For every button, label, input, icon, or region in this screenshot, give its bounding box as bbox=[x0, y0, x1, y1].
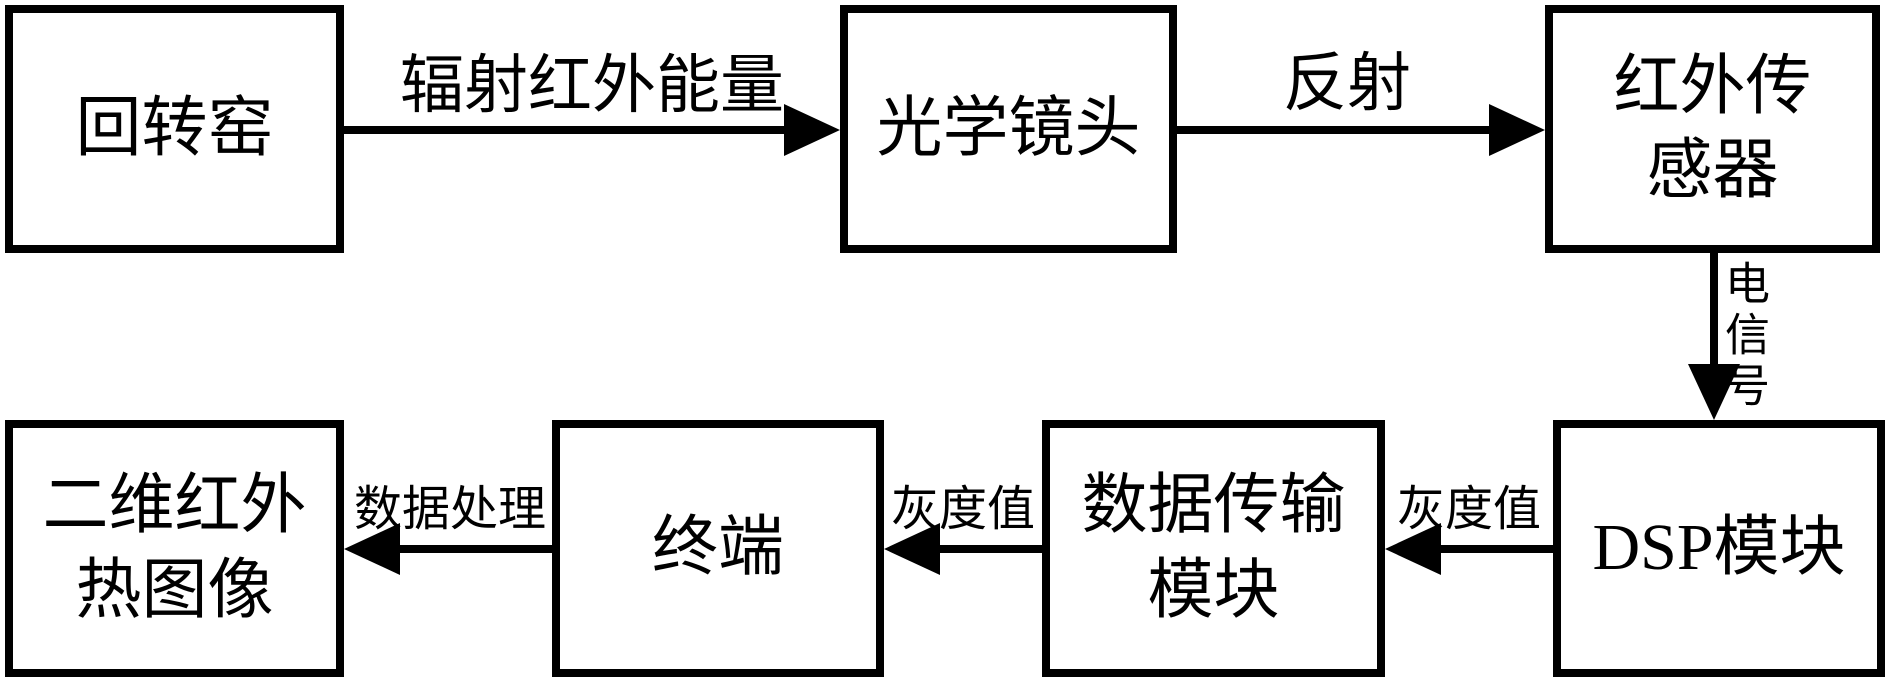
box-rotary-kiln: 回转窑 bbox=[5, 5, 344, 253]
arrow-label-data-processing: 数据处理 bbox=[353, 483, 546, 536]
arrow-sensor-to-dsp-head-icon bbox=[1688, 364, 1740, 420]
arrow-lens-to-sensor-head-icon bbox=[1489, 104, 1545, 156]
box-optical-lens-label: 光学镜头 bbox=[876, 91, 1141, 165]
box-data-transmission-module-label-line2: 模块 bbox=[1147, 553, 1280, 627]
arrow-label-reflection: 反射 bbox=[1283, 48, 1411, 119]
arrow-kiln-to-lens-shaft bbox=[344, 126, 788, 134]
arrow-label-gray-value-dsp: 灰度值 bbox=[1396, 483, 1541, 536]
box-2d-infrared-thermal-image: 二维红外 热图像 bbox=[5, 420, 344, 677]
arrow-kiln-to-lens-head-icon bbox=[784, 104, 840, 156]
box-rotary-kiln-label: 回转窑 bbox=[75, 91, 274, 165]
arrow-label-electrical-signal: 电信号 bbox=[1718, 259, 1768, 413]
arrow-dsp-to-transfer-head-icon bbox=[1385, 523, 1441, 575]
box-optical-lens: 光学镜头 bbox=[840, 5, 1177, 253]
box-infrared-sensor: 红外传 感器 bbox=[1545, 5, 1880, 253]
arrow-lens-to-sensor-shaft bbox=[1177, 126, 1493, 134]
box-2d-infrared-thermal-image-label-line2: 热图像 bbox=[75, 553, 274, 627]
box-terminal: 终端 bbox=[552, 420, 884, 677]
arrow-terminal-to-image-shaft bbox=[396, 545, 552, 553]
box-infrared-sensor-label-line1: 红外传 bbox=[1613, 49, 1812, 123]
box-data-transmission-module-label-line1: 数据传输 bbox=[1081, 469, 1346, 543]
box-2d-infrared-thermal-image-label-line1: 二维红外 bbox=[42, 469, 307, 543]
arrow-dsp-to-transfer-shaft bbox=[1437, 545, 1553, 553]
arrow-label-gray-value-transfer: 灰度值 bbox=[890, 483, 1035, 536]
box-data-transmission-module: 数据传输 模块 bbox=[1042, 420, 1385, 677]
box-terminal-label: 终端 bbox=[652, 511, 784, 585]
arrow-sensor-to-dsp-shaft bbox=[1710, 253, 1718, 368]
arrow-terminal-to-image-head-icon bbox=[344, 523, 400, 575]
box-dsp-module: DSP模块 bbox=[1553, 420, 1885, 677]
arrow-transfer-to-terminal-head-icon bbox=[884, 523, 940, 575]
arrow-transfer-to-terminal-shaft bbox=[936, 545, 1042, 553]
arrow-label-radiated-infrared-energy: 辐射红外能量 bbox=[400, 50, 784, 121]
box-infrared-sensor-label-line2: 感器 bbox=[1646, 134, 1779, 207]
box-dsp-module-label: DSP模块 bbox=[1592, 511, 1846, 585]
